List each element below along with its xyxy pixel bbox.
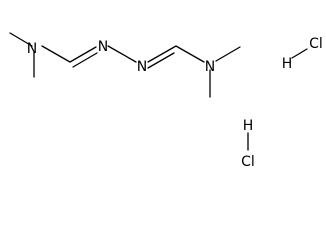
bond-n3-c2 bbox=[147, 45, 177, 63]
atom-n3: N bbox=[137, 59, 147, 75]
atom-n2: N bbox=[98, 39, 108, 55]
chlorine-lower: Cl bbox=[241, 154, 255, 170]
molecule-drawing: N N N N H Cl H Cl bbox=[9, 32, 323, 170]
chlorine-upper: Cl bbox=[309, 36, 323, 52]
bond-n2-n3 bbox=[107, 45, 137, 63]
bond-h-cl-upper bbox=[291, 48, 308, 59]
bond-n1-methyl-a bbox=[9, 32, 33, 47]
hydrogen-upper: H bbox=[282, 56, 293, 72]
bond-n3-c2-double bbox=[147, 52, 175, 69]
atom-n4: N bbox=[205, 59, 215, 75]
chemical-structure-canvas: N N N N H Cl H Cl bbox=[9, 32, 323, 170]
bond-c1-n2-double bbox=[72, 52, 98, 68]
bond-c1-n2 bbox=[69, 46, 97, 63]
hydrogen-lower: H bbox=[243, 118, 254, 134]
atom-n1: N bbox=[27, 41, 37, 57]
bond-n1-c1 bbox=[41, 45, 71, 63]
bond-n4-methyl-b bbox=[215, 46, 241, 62]
bond-c2-n4 bbox=[175, 45, 205, 63]
